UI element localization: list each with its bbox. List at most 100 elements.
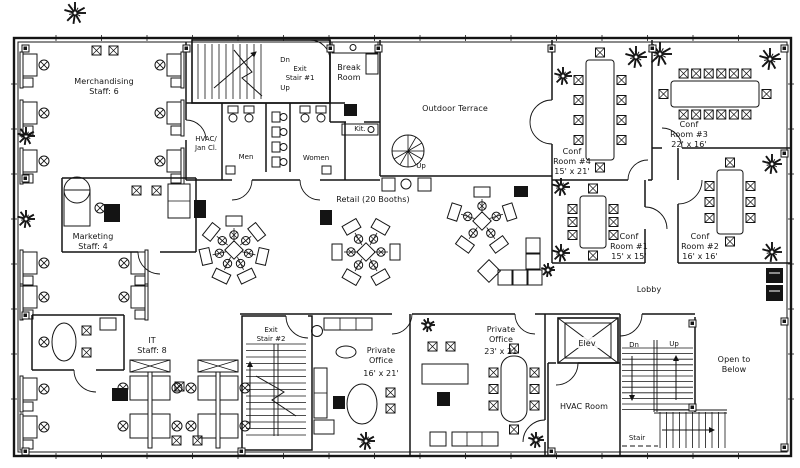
- conference-chair-icon: [488, 384, 499, 394]
- conference-chair-icon: [703, 68, 714, 79]
- it-cubicle-pod: [117, 359, 183, 449]
- plant-leaf: [21, 135, 25, 138]
- chair-cross-icon: [725, 236, 735, 247]
- office-chair-icon: [154, 107, 166, 119]
- conference-chair-icon: [691, 109, 702, 120]
- conference-chair-icon: [588, 183, 598, 194]
- plant-leaf: [23, 137, 27, 146]
- plant-leaf: [422, 325, 428, 331]
- booth-desk: [255, 246, 270, 266]
- plant-leaf: [76, 13, 81, 17]
- plant-leaf: [19, 211, 26, 219]
- booth-desk: [473, 186, 491, 198]
- plant-leaf: [558, 188, 562, 197]
- conference-chair-icon: [745, 181, 756, 191]
- office-chair-icon: [463, 211, 473, 222]
- plant-leaf: [533, 441, 537, 449]
- chair-cross-icon: [464, 213, 471, 220]
- office-chair-icon: [171, 420, 183, 432]
- chair-cross-icon: [529, 384, 540, 394]
- column-marker-fill: [549, 46, 553, 50]
- chair-cross-icon: [245, 250, 252, 257]
- booth-desk: [370, 268, 391, 287]
- exec-desk-round-end: [63, 176, 91, 204]
- chair-cross-icon: [725, 157, 735, 168]
- plant-icon: [554, 67, 572, 86]
- plant-leaf: [69, 10, 74, 13]
- chair-cross-icon: [573, 95, 584, 105]
- plant-leaf: [561, 188, 564, 192]
- plant-leaf: [561, 182, 564, 186]
- cubicle-desk: [22, 377, 38, 401]
- booth-desk: [201, 221, 221, 242]
- label-stair1-exit: Exit: [293, 65, 307, 73]
- sink-icon: [349, 44, 357, 51]
- column-marker-fill: [782, 319, 786, 323]
- cubicle-cabinet: [134, 309, 146, 320]
- office-chair-icon: [477, 201, 487, 211]
- plant-leaf: [554, 179, 561, 187]
- conference-chair-icon: [741, 68, 752, 79]
- office-chair-icon: [38, 257, 50, 269]
- plant-icon: [357, 432, 375, 451]
- column-marker-fill: [782, 445, 786, 449]
- label-open-below-1: Open to: [718, 355, 751, 364]
- plant-leaf: [765, 155, 772, 164]
- office-chair-icon: [38, 383, 50, 395]
- cubicle-desk: [22, 415, 38, 439]
- retail-kiosk: [320, 210, 332, 225]
- label-conf2-1: Conf: [691, 232, 710, 241]
- column-marker-fill: [549, 449, 553, 453]
- plant-leaf: [75, 7, 79, 12]
- chair-cross-icon: [156, 109, 164, 117]
- column-marker-fill: [782, 46, 786, 50]
- chair-cross-icon: [678, 109, 689, 120]
- chair-cross-icon: [509, 424, 519, 435]
- plant-leaf: [549, 270, 552, 273]
- plant-leaf: [564, 76, 568, 79]
- retail-counter-unit: [497, 269, 513, 286]
- office-chair-icon: [38, 291, 50, 303]
- plant-leaf: [556, 250, 560, 253]
- plant-leaf: [553, 253, 561, 261]
- conference-chair-icon: [529, 367, 540, 378]
- chair-cross-icon: [171, 435, 182, 446]
- toilet-tank: [243, 105, 255, 114]
- chair-cross-icon: [716, 109, 727, 120]
- conference-chair-icon: [745, 213, 756, 223]
- chair-cross-icon: [729, 68, 739, 79]
- label-po2-2: Office: [489, 335, 513, 344]
- toilet-tank: [315, 105, 327, 114]
- plant-leaf: [536, 435, 539, 439]
- plant-leaf: [764, 58, 769, 61]
- toilet-bowl-icon: [244, 113, 254, 123]
- stair-direction-arrow: [213, 51, 257, 89]
- pod-spine-panel: [215, 371, 221, 449]
- plant-leaf: [428, 326, 430, 329]
- exterior-wall-inner: [17, 41, 788, 453]
- office-chair-icon: [353, 260, 364, 270]
- office-chair-icon: [38, 336, 50, 348]
- plant-leaf: [563, 77, 566, 81]
- sink-icon: [225, 165, 236, 175]
- cubicle-desk: [129, 413, 149, 439]
- office-cabinet: [99, 317, 117, 331]
- toilet-bowl-icon: [279, 143, 288, 151]
- vending-machine: [766, 285, 783, 301]
- chair-cross-icon: [470, 230, 477, 237]
- plant-leaf: [366, 436, 369, 440]
- plant-leaf: [770, 60, 773, 65]
- booth-desk: [225, 215, 243, 227]
- conference-chair-icon: [741, 109, 752, 120]
- plant-leaf: [773, 161, 778, 164]
- office-chair-icon: [241, 235, 251, 246]
- plant-leaf: [628, 47, 636, 57]
- chair-cross-icon: [616, 95, 627, 105]
- plant-leaf: [19, 128, 26, 136]
- booth-desk: [454, 235, 476, 254]
- label-hvac-room: HVAC Room: [560, 402, 608, 411]
- chair-cross-icon: [40, 423, 48, 431]
- label-hvac-jan-1: HVAC/: [195, 135, 217, 143]
- retail-counter-unit: [525, 253, 541, 270]
